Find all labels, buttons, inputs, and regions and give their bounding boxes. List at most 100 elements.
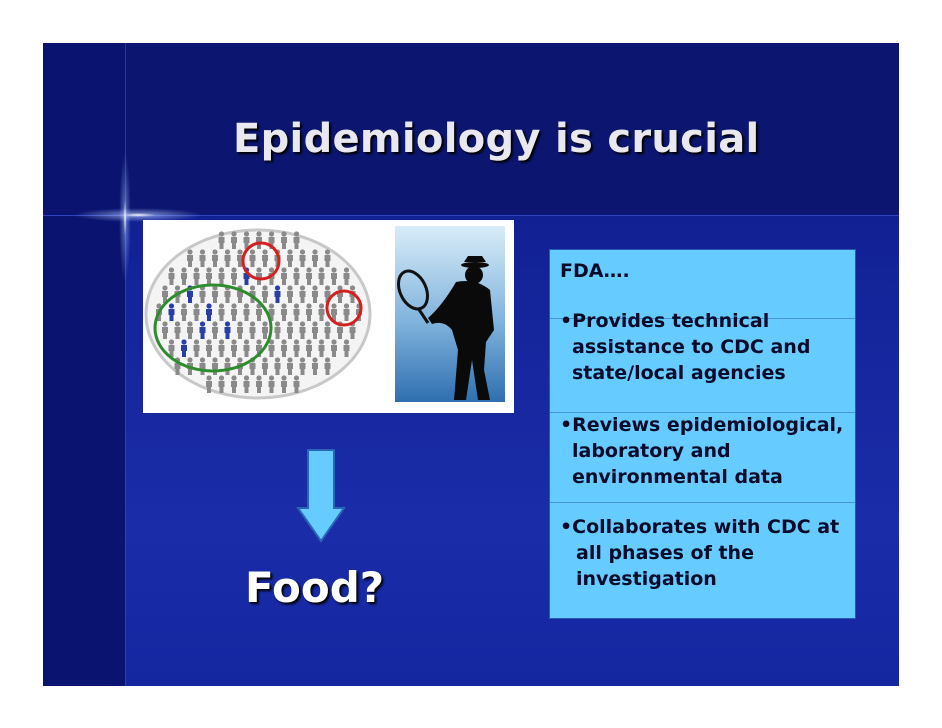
case-red-circle — [325, 289, 363, 327]
person-figure — [162, 321, 168, 339]
person-figure — [212, 321, 218, 339]
person-figure — [324, 357, 331, 375]
person-figure — [281, 339, 287, 357]
fda-info-box: FDA…. •Provides technical assistance to … — [549, 249, 856, 619]
person-figure — [212, 285, 218, 303]
person-figure — [181, 303, 187, 321]
person-figure — [299, 249, 306, 267]
person-figure — [231, 303, 237, 321]
bullet-marker: • — [560, 414, 573, 436]
light-flare-vertical — [119, 153, 131, 283]
person-figure — [343, 267, 350, 285]
person-figure — [312, 321, 318, 339]
bullet-line: Provides technical — [572, 310, 770, 332]
person-figure — [343, 303, 350, 321]
person-figure — [231, 267, 237, 285]
slide: Epidemiology is crucial — [43, 43, 899, 686]
person-figure — [281, 231, 287, 249]
person-figure — [243, 339, 250, 357]
person-figure — [318, 339, 325, 357]
bullet-line: all phases of the — [576, 542, 754, 564]
person-figure — [231, 339, 237, 357]
person-figure — [306, 303, 312, 321]
detective-illustration — [395, 226, 505, 402]
bullet-line: assistance to CDC and — [572, 336, 811, 358]
crowd-cluster-image — [143, 220, 386, 413]
person-figure — [193, 303, 200, 321]
crowd-illustration — [144, 228, 372, 400]
person-figure — [218, 303, 225, 321]
person-figure — [312, 285, 318, 303]
person-figure — [193, 339, 200, 357]
divider-line — [43, 215, 899, 216]
person-figure — [187, 249, 193, 267]
person-figure — [324, 321, 331, 339]
person-figure — [243, 303, 250, 321]
person-figure — [331, 303, 337, 321]
person-figure — [343, 339, 350, 357]
bullet-line: environmental data — [572, 466, 783, 488]
person-figure — [206, 303, 212, 321]
person-figure — [162, 285, 168, 303]
person-figure — [287, 249, 293, 267]
person-figure — [318, 303, 325, 321]
bullet-line: investigation — [576, 568, 717, 590]
bullet-line: Collaborates with CDC at — [572, 516, 840, 538]
bullet-line: Reviews epidemiological, — [572, 414, 844, 436]
person-figure — [218, 231, 225, 249]
person-figure — [287, 285, 293, 303]
person-figure — [287, 357, 293, 375]
bullet-line: laboratory and — [572, 440, 731, 462]
person-figure — [293, 303, 300, 321]
slide-title: Epidemiology is crucial — [233, 116, 760, 162]
detective-image — [386, 220, 514, 413]
person-figure — [281, 267, 287, 285]
person-figure — [168, 339, 175, 357]
person-figure — [268, 375, 275, 393]
person-figure — [268, 303, 275, 321]
person-figure — [331, 267, 337, 285]
person-figure — [243, 231, 250, 249]
person-figure — [237, 321, 243, 339]
person-figure — [312, 357, 318, 375]
person-figure — [281, 375, 287, 393]
person-figure — [274, 321, 281, 339]
person-figure — [274, 357, 281, 375]
person-figure — [293, 231, 300, 249]
person-figure — [318, 267, 325, 285]
person-figure — [256, 375, 262, 393]
person-figure — [212, 249, 218, 267]
cluster-green-circle — [153, 283, 273, 373]
arrow-down-icon — [296, 449, 346, 543]
person-figure — [218, 339, 225, 357]
person-figure — [281, 303, 287, 321]
person-figure — [224, 249, 231, 267]
person-figure — [181, 339, 187, 357]
person-figure — [324, 249, 331, 267]
person-figure — [293, 375, 300, 393]
person-figure — [199, 249, 206, 267]
bullet-item: •Provides technical assistance to CDC an… — [560, 308, 810, 386]
person-figure — [187, 321, 193, 339]
person-figure — [337, 285, 343, 303]
person-figure — [262, 321, 268, 339]
person-figure — [168, 303, 175, 321]
person-figure — [231, 375, 237, 393]
person-figure — [181, 267, 187, 285]
person-figure — [237, 249, 243, 267]
person-figure — [249, 249, 256, 267]
bullet-item: •Collaborates with CDC at all phases of … — [560, 514, 839, 592]
box-divider — [550, 318, 855, 319]
vertical-divider-line — [125, 43, 126, 686]
person-figure — [293, 267, 300, 285]
person-figure — [168, 267, 175, 285]
box-divider — [550, 412, 855, 413]
box-divider — [550, 502, 855, 503]
bullet-item: •Reviews epidemiological, laboratory and… — [560, 412, 843, 490]
person-figure — [206, 339, 212, 357]
case-red-circle — [241, 241, 281, 281]
person-figure — [274, 285, 281, 303]
person-figure — [299, 357, 306, 375]
person-figure — [262, 285, 268, 303]
person-figure — [199, 321, 206, 339]
